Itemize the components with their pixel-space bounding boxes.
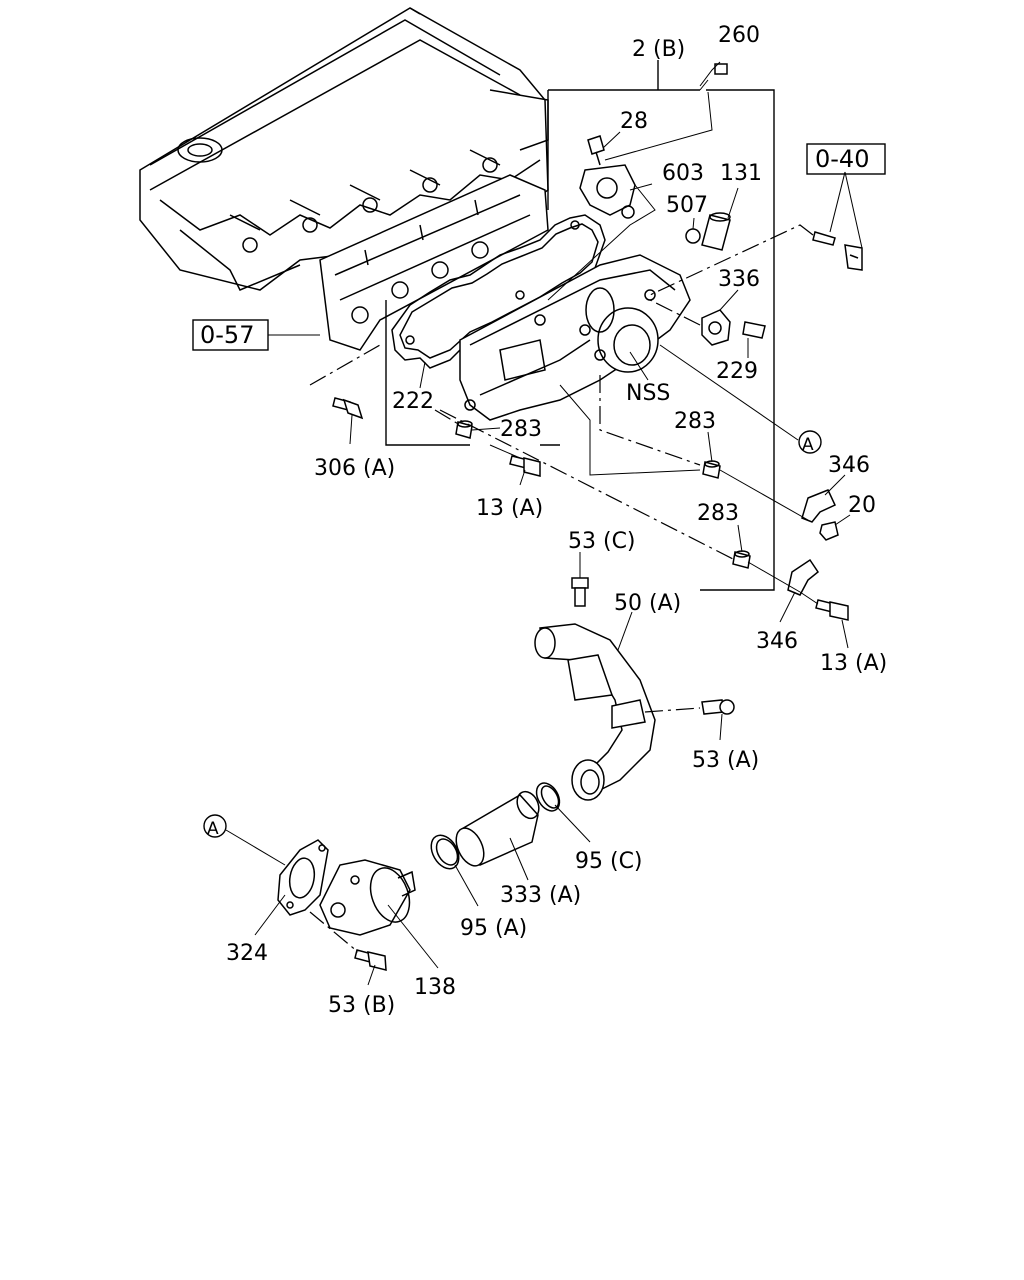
label-0-57: 0-57 bbox=[200, 321, 254, 349]
bushing-283-2 bbox=[702, 460, 721, 479]
label-138: 138 bbox=[414, 975, 456, 1000]
label-306a: 306 (A) bbox=[314, 456, 395, 481]
gasket-222 bbox=[391, 214, 606, 369]
label-2b: 2 (B) bbox=[632, 37, 685, 62]
engine-cylinder-head bbox=[139, 7, 549, 351]
clamp-95a bbox=[430, 834, 460, 870]
ref-a-upper: A bbox=[802, 435, 814, 455]
bushing-283-1 bbox=[455, 420, 473, 439]
label-50a: 50 (A) bbox=[614, 591, 681, 616]
bolt-53a bbox=[701, 699, 735, 715]
ref-box-0-40 bbox=[806, 143, 886, 175]
label-0-40: 0-40 bbox=[815, 145, 869, 173]
part-labels: 2 (B) 260 28 603 131 507 0-40 336 0-57 2… bbox=[192, 23, 887, 1018]
label-229: 229 bbox=[716, 359, 758, 384]
sensor-131 bbox=[701, 212, 731, 251]
gasket-324 bbox=[277, 839, 329, 916]
o-ring-507 bbox=[685, 228, 701, 244]
label-324: 324 bbox=[226, 941, 268, 966]
label-336: 336 bbox=[718, 267, 760, 292]
thermostat-603 bbox=[579, 164, 636, 219]
bolt-306a bbox=[332, 397, 364, 420]
bolt-13a-lower bbox=[815, 599, 849, 621]
label-95a: 95 (A) bbox=[460, 916, 527, 941]
label-603: 603 bbox=[662, 161, 704, 186]
label-95c: 95 (C) bbox=[575, 849, 643, 874]
elbow-138 bbox=[319, 859, 416, 936]
nut-20 bbox=[819, 521, 839, 541]
label-131: 131 bbox=[720, 161, 762, 186]
label-53b: 53 (B) bbox=[328, 993, 395, 1018]
bolt-53b bbox=[354, 949, 387, 971]
water-outlet-housing bbox=[459, 254, 691, 421]
ref-a-lower: A bbox=[207, 819, 219, 839]
bushing-283-3 bbox=[732, 550, 751, 569]
hose-333a bbox=[455, 790, 540, 867]
bolt-53c bbox=[571, 577, 589, 607]
label-283-1: 283 bbox=[500, 417, 542, 442]
ref-box-0-57 bbox=[192, 319, 269, 351]
label-260: 260 bbox=[718, 23, 760, 48]
label-283-3: 283 bbox=[697, 501, 739, 526]
label-507: 507 bbox=[666, 193, 708, 218]
clamp-95c bbox=[535, 782, 561, 812]
label-222: 222 bbox=[392, 389, 434, 414]
label-53c: 53 (C) bbox=[568, 529, 636, 554]
label-13a-upper: 13 (A) bbox=[476, 496, 543, 521]
pipe-50a bbox=[534, 623, 656, 801]
label-283-2: 283 bbox=[674, 409, 716, 434]
ref-circle-a-upper bbox=[798, 430, 822, 454]
assembly-bracket-2b bbox=[385, 60, 775, 591]
bolt-28 bbox=[587, 135, 605, 166]
label-346-lower: 346 bbox=[756, 629, 798, 654]
bolt-13a-upper bbox=[509, 455, 541, 477]
bolt-0-40 bbox=[812, 231, 863, 271]
bolt-229 bbox=[742, 321, 766, 339]
ref-circle-a-lower bbox=[203, 814, 227, 838]
label-346-upper: 346 bbox=[828, 453, 870, 478]
clip-346-upper bbox=[801, 489, 836, 523]
label-53a: 53 (A) bbox=[692, 748, 759, 773]
label-nss: NSS bbox=[626, 381, 670, 406]
label-13a-lower: 13 (A) bbox=[820, 651, 887, 676]
flange-336 bbox=[701, 309, 731, 346]
plug-260 bbox=[714, 63, 728, 75]
leader-lines bbox=[225, 61, 863, 986]
label-333a: 333 (A) bbox=[500, 883, 581, 908]
clip-346-lower bbox=[787, 558, 820, 596]
label-28: 28 bbox=[620, 109, 648, 134]
label-20: 20 bbox=[848, 493, 876, 518]
